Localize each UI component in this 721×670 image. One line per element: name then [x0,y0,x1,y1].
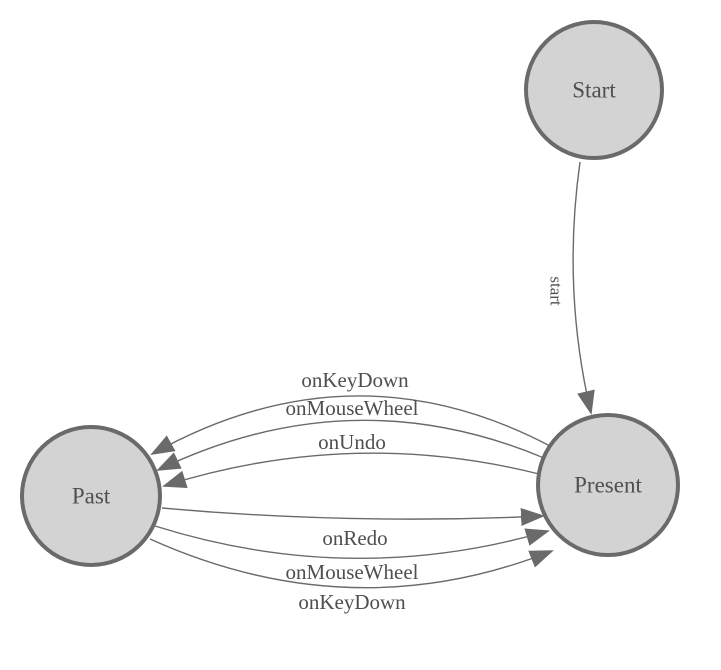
transition-edge-start-to-present-start [572,161,595,415]
transition-label-past-to-present-onmousewheel: onMouseWheel [286,560,419,584]
transition-edge-present-to-past-onkeydown [150,395,551,455]
transition-edge-past-to-present-onredo [161,507,545,527]
transition-label-present-to-past-onkeydown: onKeyDown [301,368,409,392]
state-node-label-start: Start [572,78,616,103]
transition-label-present-to-past-onundo: onUndo [318,430,386,454]
transition-label-present-to-past-onmousewheel: onMouseWheel [286,396,419,420]
transition-edge-past-to-present-onmousewheel [154,525,550,560]
edges-layer: start onKeyDown onMouseWheel onUndo onRedo on… [149,161,595,614]
state-node-present [536,413,680,557]
transition-label-past-to-present-onkeydown: onKeyDown [298,590,406,614]
state-node-label-past: Past [72,484,111,509]
transition-edge-past-to-present-onkeydown [149,538,554,589]
transition-edge-present-to-past-onundo [162,452,540,488]
state-node-past [20,425,162,567]
transition-edge-present-to-past-onmousewheel [156,419,545,471]
state-node-start [524,20,664,160]
transition-label-start-to-present-start: start [547,276,566,306]
transition-label-past-to-present-onredo: onRedo [322,526,387,550]
state-node-label-present: Present [574,473,642,498]
